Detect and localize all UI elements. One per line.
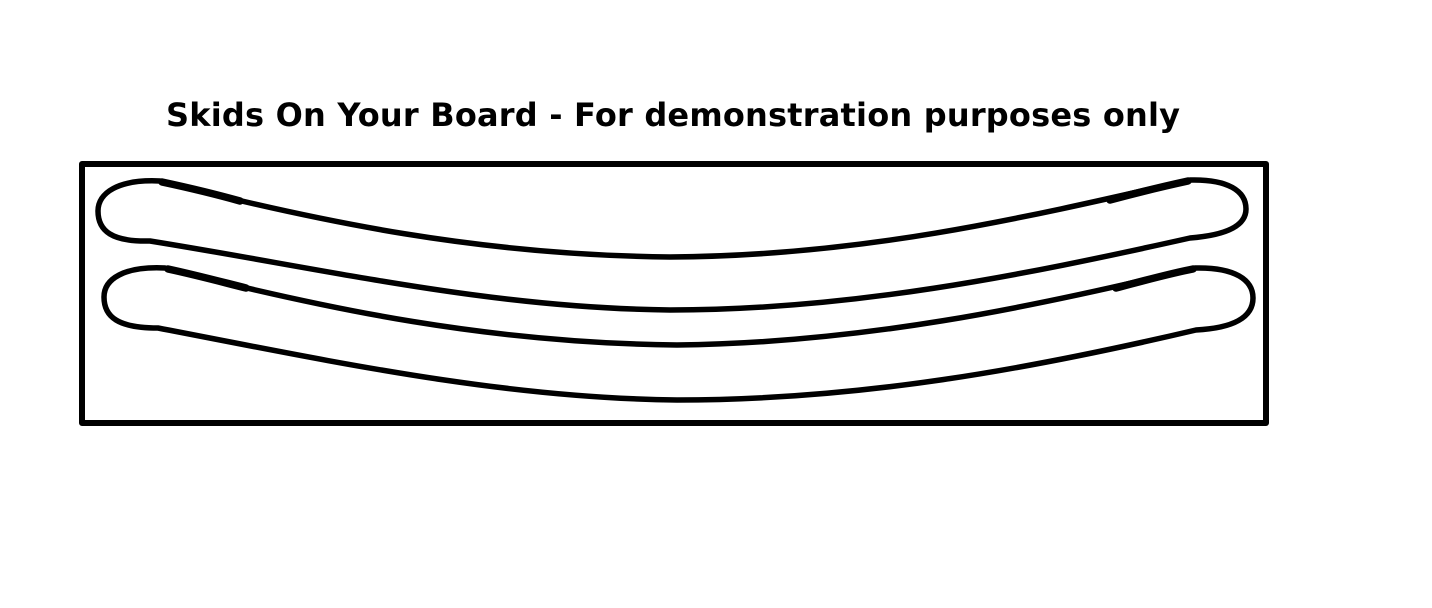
board-rectangle	[79, 161, 1269, 426]
lower-skid-left-tip-accent	[164, 265, 250, 292]
upper-skid-right-tip-accent	[1106, 177, 1192, 204]
diagram-title: Skids On Your Board - For demonstration …	[166, 96, 1181, 134]
upper-skid-left-tip-accent	[158, 178, 244, 205]
lower-skid-right-tip-accent	[1112, 265, 1197, 292]
upper-skid	[95, 177, 1249, 313]
lower-skid	[101, 265, 1256, 403]
